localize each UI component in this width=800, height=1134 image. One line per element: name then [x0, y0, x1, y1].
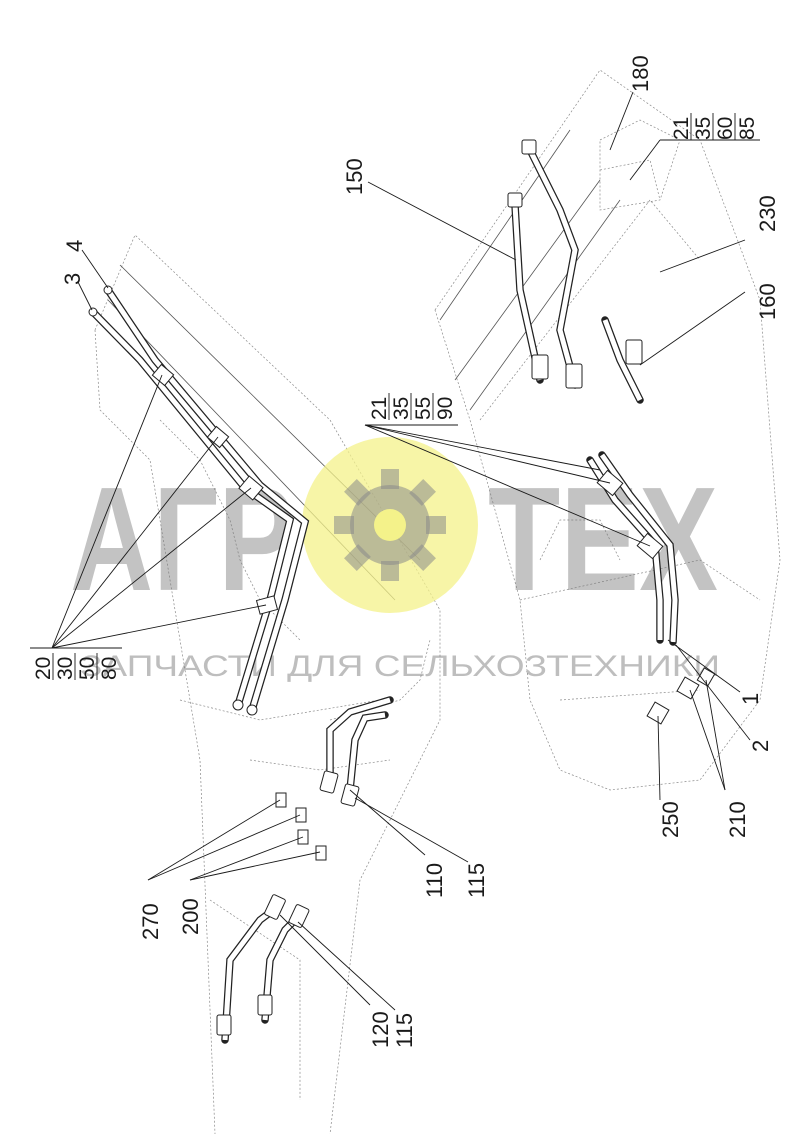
stack-middle: 21 35 55 90	[365, 393, 458, 426]
adapter-fittings	[275, 792, 327, 861]
callout-labels: 3 4 150 180 230 160 1 2 250 210 110 115 …	[60, 55, 780, 1048]
label-110: 110	[422, 863, 447, 898]
right-rigid-pipes	[586, 451, 716, 725]
watermark: АГР ТЕХ ЗАПЧАСТИ ДЛЯ СЕЛЬХОЗТЕХНИКИ	[70, 437, 720, 683]
stack-left-item: 50	[76, 657, 99, 680]
label-160: 160	[755, 283, 780, 320]
label-230: 230	[755, 195, 780, 232]
stack-top-right-item: 60	[714, 117, 737, 140]
pipe-clamp	[151, 363, 279, 615]
label-250: 250	[658, 801, 683, 838]
leader-lines	[51, 91, 751, 1011]
pipe-end-fitting	[88, 307, 98, 317]
left-flexible-hoses	[216, 696, 394, 1044]
pipe-end-fitting	[103, 285, 113, 295]
stack-middle-item: 21	[368, 397, 391, 420]
stack-top-right: 21 35 60 85	[660, 113, 760, 141]
gear-icon	[334, 469, 446, 581]
label-150: 150	[342, 158, 367, 195]
label-115-lower: 115	[392, 1013, 417, 1048]
stack-top-right-item: 35	[692, 117, 715, 140]
stack-middle-item: 90	[434, 397, 457, 420]
stack-middle-item: 35	[390, 397, 413, 420]
label-115-upper: 115	[464, 863, 489, 898]
label-270: 270	[138, 903, 163, 940]
label-180: 180	[628, 55, 653, 92]
label-200: 200	[178, 898, 203, 935]
stack-left-item: 30	[54, 657, 77, 680]
stack-top-right-item: 21	[670, 117, 693, 140]
label-1: 1	[738, 693, 763, 705]
label-3: 3	[60, 273, 85, 285]
label-2: 2	[748, 740, 773, 752]
stack-left-item: 80	[98, 657, 121, 680]
stack-left: 20 30 50 80	[30, 647, 122, 680]
label-4: 4	[62, 240, 87, 252]
watermark-subtitle: ЗАПЧАСТИ ДЛЯ СЕЛЬХОЗТЕХНИКИ	[80, 650, 720, 683]
left-rigid-pipes	[88, 285, 310, 716]
label-210: 210	[725, 801, 750, 838]
pipe-end-fitting	[232, 699, 244, 711]
label-120: 120	[368, 1011, 393, 1048]
stack-left-item: 20	[32, 657, 55, 680]
tee-fittings	[646, 667, 716, 725]
right-hoses	[507, 139, 644, 404]
stack-top-right-item: 85	[736, 117, 759, 140]
stack-middle-item: 55	[412, 397, 435, 420]
pipe-end-fitting	[246, 704, 258, 716]
